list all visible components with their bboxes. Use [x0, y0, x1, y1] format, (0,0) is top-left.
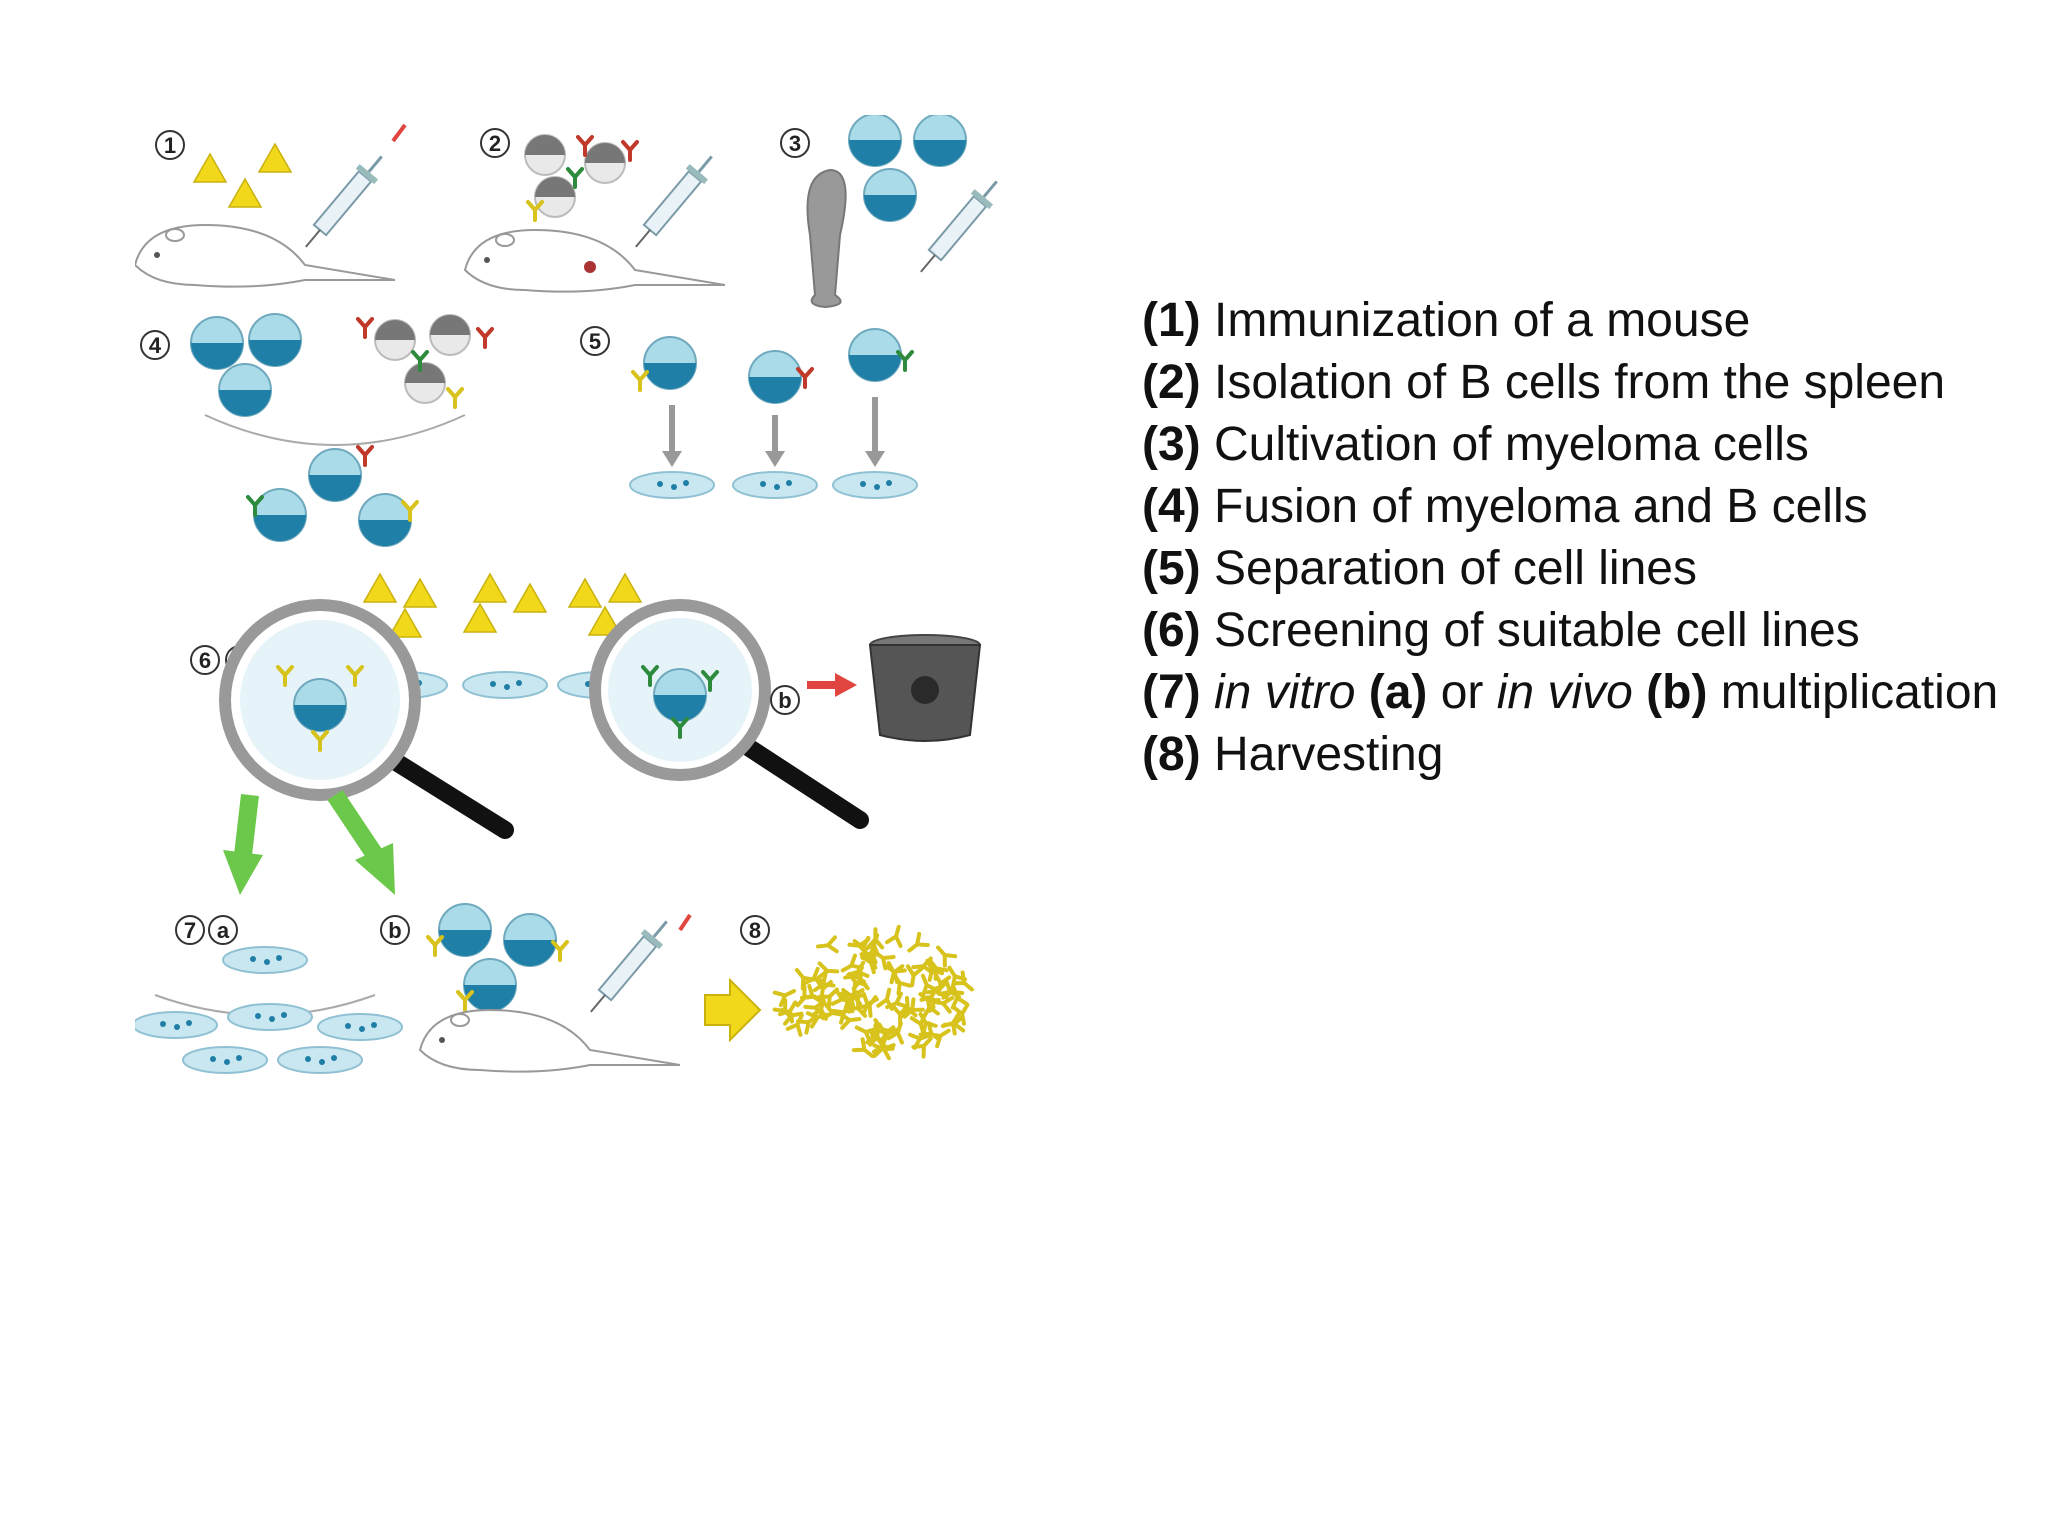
- legend-step-5: (5) Separation of cell lines: [1142, 542, 1697, 595]
- step-8-marker: 8: [749, 918, 761, 943]
- step-2-panel: 2: [464, 128, 726, 293]
- step-7-marker: 7: [184, 918, 196, 943]
- step-4-panel: 4: [140, 313, 494, 547]
- step-6b-marker: b: [778, 688, 791, 713]
- step-1-marker: 1: [164, 133, 176, 158]
- step-legend: (1) Immunization of a mouse (2) Isolatio…: [1142, 290, 2002, 786]
- waste-bin-icon: [868, 634, 982, 742]
- legend-step-1: (1) Immunization of a mouse: [1142, 294, 1751, 347]
- step-7b-marker: b: [388, 918, 401, 943]
- green-arrows: [223, 790, 395, 895]
- legend-step-7: (7) in vitro (a) or in vivo (b) multipli…: [1142, 666, 1999, 719]
- hybridoma-diagram: 1 2 3 4: [135, 115, 1008, 1074]
- step-5-marker: 5: [589, 329, 601, 354]
- step-4-marker: 4: [149, 333, 162, 358]
- step-3-marker: 3: [789, 131, 801, 156]
- step-6-panel: 6 a b: [190, 573, 982, 839]
- legend-step-3: (3) Cultivation of myeloma cells: [1142, 418, 1809, 471]
- legend-step-6: (6) Screening of suitable cell lines: [1142, 604, 1860, 657]
- step-8-panel: 8: [704, 915, 979, 1064]
- step-6-marker: 6: [199, 648, 211, 673]
- step-5-panel: 5: [580, 326, 918, 499]
- step-1-panel: 1: [135, 123, 407, 288]
- legend-step-8: (8) Harvesting: [1142, 728, 1444, 781]
- step-7-panel: 7 a b: [135, 903, 692, 1074]
- step-7a-marker: a: [217, 918, 230, 943]
- legend-step-4: (4) Fusion of myeloma and B cells: [1142, 480, 1868, 533]
- magnifier-a: [219, 599, 514, 839]
- antibody-pile: [772, 922, 979, 1064]
- step-3-panel: 3: [780, 115, 1008, 309]
- step-2-marker: 2: [489, 131, 501, 156]
- magnifier-b: [589, 599, 869, 829]
- legend-step-2: (2) Isolation of B cells from the spleen: [1142, 356, 1946, 409]
